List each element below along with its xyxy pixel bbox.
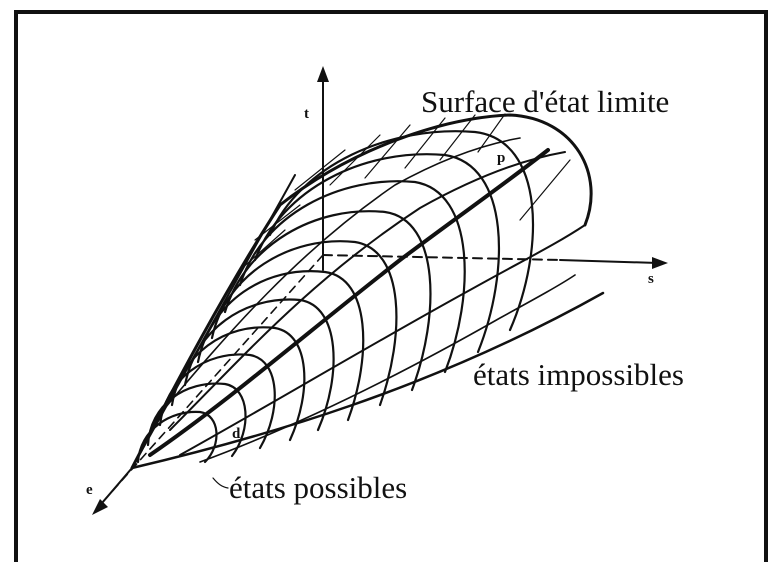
surface-label: Surface d'état limite [421, 84, 669, 119]
s-axis-arrow [652, 257, 668, 269]
s-axis-label: s [648, 271, 654, 287]
possible-states-label: états possibles [229, 470, 407, 505]
surface-ridge [150, 150, 548, 455]
s-axis [560, 260, 658, 263]
e-axis-arrow [92, 499, 108, 515]
t-axis-arrow [317, 66, 329, 82]
d-mark-label: d [232, 426, 241, 442]
impossible-states-label: états impossibles [473, 357, 684, 392]
t-axis-label: t [304, 106, 309, 122]
possible-pointer [213, 478, 228, 488]
e-axis-label: e [86, 482, 93, 498]
p-mark-label: p [497, 150, 505, 166]
